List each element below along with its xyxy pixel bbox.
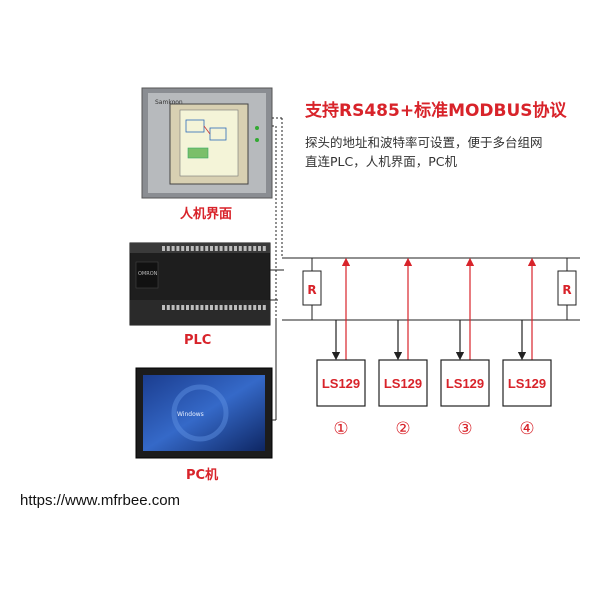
plc-device: OMRON [129,242,271,326]
sensor-node-2: LS129 ② [378,257,428,439]
svg-text:R: R [307,283,316,297]
sensor-number: ④ [519,419,534,439]
rs485-bus [282,257,580,321]
footer-url: https://www.mfrbee.com [20,492,181,509]
resistor-right: R [557,270,577,306]
svg-text:Samkoon: Samkoon [155,99,183,106]
sensor-label: LS129 [446,376,484,391]
sensor-number: ③ [457,419,472,439]
sensor-number: ② [395,419,410,439]
resistor-left: R [302,270,322,306]
plc-terminals [162,246,266,310]
plc-label: PLC [184,333,212,348]
pc-label: PC机 [186,468,219,483]
description-line-2: 直连PLC，人机界面，PC机 [305,154,457,169]
description-line-1: 探头的地址和波特率可设置，便于多台组网 [305,135,543,150]
sensor-node-4: LS129 ④ [502,257,552,439]
hmi-device: Samkoon [141,87,273,199]
sensor-nodes: LS129 ① LS129 ② LS129 ③ LS129 ④ [316,257,552,439]
pc-device: Windows [135,367,273,459]
hmi-label: 人机界面 [180,207,233,222]
sensor-box [440,359,490,407]
sensor-node-1: LS129 ① [316,257,366,439]
svg-text:Windows: Windows [177,411,204,418]
sensor-label: LS129 [322,376,360,391]
diagram-title: 支持RS485+标准MODBUS协议 [305,101,567,121]
sensor-node-3: LS129 ③ [440,257,490,439]
diagram-description: 探头的地址和波特率可设置，便于多台组网 直连PLC，人机界面，PC机 [305,133,595,171]
svg-text:R: R [562,283,571,297]
svg-text:OMRON: OMRON [138,271,158,277]
device-wires [270,117,284,421]
sensor-box [502,359,552,407]
sensor-label: LS129 [508,376,546,391]
sensor-label: LS129 [384,376,422,391]
sensor-box [378,359,428,407]
sensor-box [316,359,366,407]
sensor-number: ① [333,419,348,439]
